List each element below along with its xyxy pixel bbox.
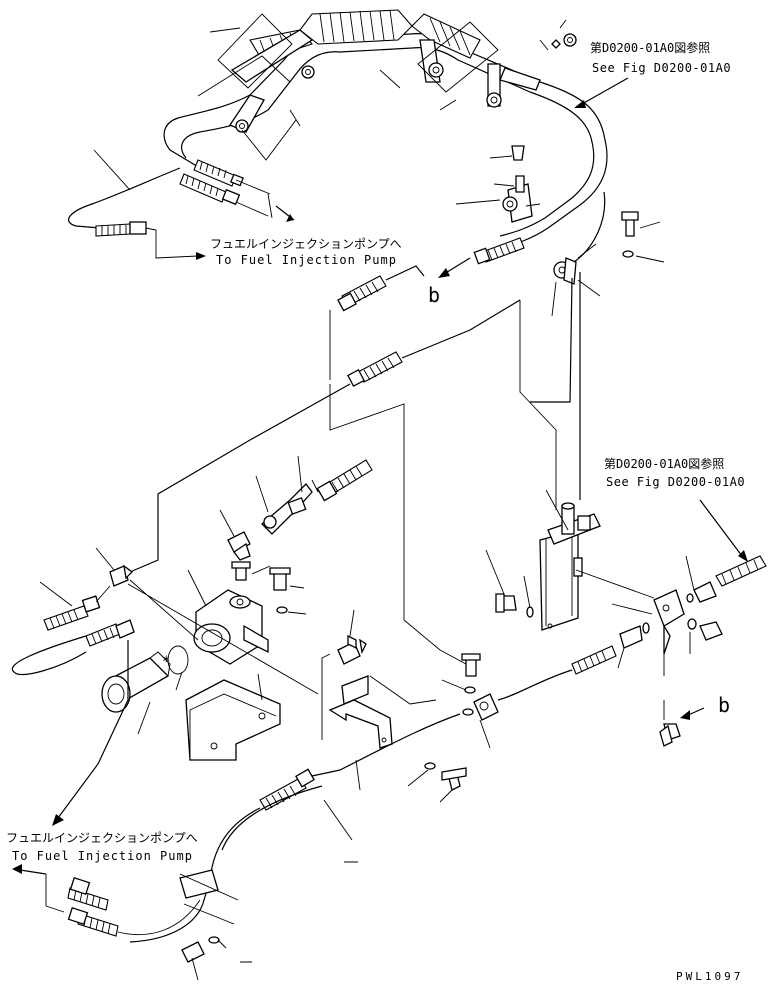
tee-fitting-left xyxy=(11,547,319,826)
clamp-bracket-right xyxy=(455,145,665,317)
hose-clamp-brackets xyxy=(229,29,577,133)
long-hose-main xyxy=(129,265,521,651)
center-tee-bracket xyxy=(321,609,437,791)
vertical-bracket-right: b xyxy=(439,489,767,749)
dest-lower-en: To Fuel Injection Pump xyxy=(12,849,193,863)
reference-top: 第D0200-01A0図参照 See Fig D0200-01A0 xyxy=(574,40,731,108)
label-to-fuel-injection-pump-lower: フュエルインジェクションポンプへ To Fuel Injection Pump xyxy=(6,831,198,863)
part-mark-asterisk: * xyxy=(162,654,170,670)
hose-middle-b: b xyxy=(428,237,525,307)
hose-end-fittings-upper-left xyxy=(179,159,295,222)
label-to-fuel-injection-pump-upper: フュエルインジェクションポンプへ To Fuel Injection Pump xyxy=(210,237,402,267)
ref-top-en: See Fig D0200-01A0 xyxy=(592,61,731,75)
hose-end-left-loose xyxy=(67,167,206,260)
connection-b-lower: b xyxy=(718,693,730,717)
dest-upper-en: To Fuel Injection Pump xyxy=(216,253,397,267)
lower-bolts xyxy=(181,762,467,981)
leader-frames xyxy=(197,13,499,161)
connection-b-upper: b xyxy=(428,283,440,307)
drawing-code: PWL1097 xyxy=(676,970,743,983)
dest-lower-jp: フュエルインジェクションポンプへ xyxy=(6,831,198,845)
ref-mid-en: See Fig D0200-01A0 xyxy=(606,475,745,489)
valve-assembly: * xyxy=(101,455,373,761)
dest-upper-jp: フュエルインジェクションポンプへ xyxy=(210,237,402,251)
reference-middle: 第D0200-01A0図参照 See Fig D0200-01A0 xyxy=(604,456,748,562)
ref-top-jp: 第D0200-01A0図参照 xyxy=(590,40,710,55)
upper-hose-assembly xyxy=(93,9,608,249)
lower-hose-to-pump xyxy=(12,713,461,943)
ref-mid-jp: 第D0200-01A0図参照 xyxy=(604,456,724,471)
